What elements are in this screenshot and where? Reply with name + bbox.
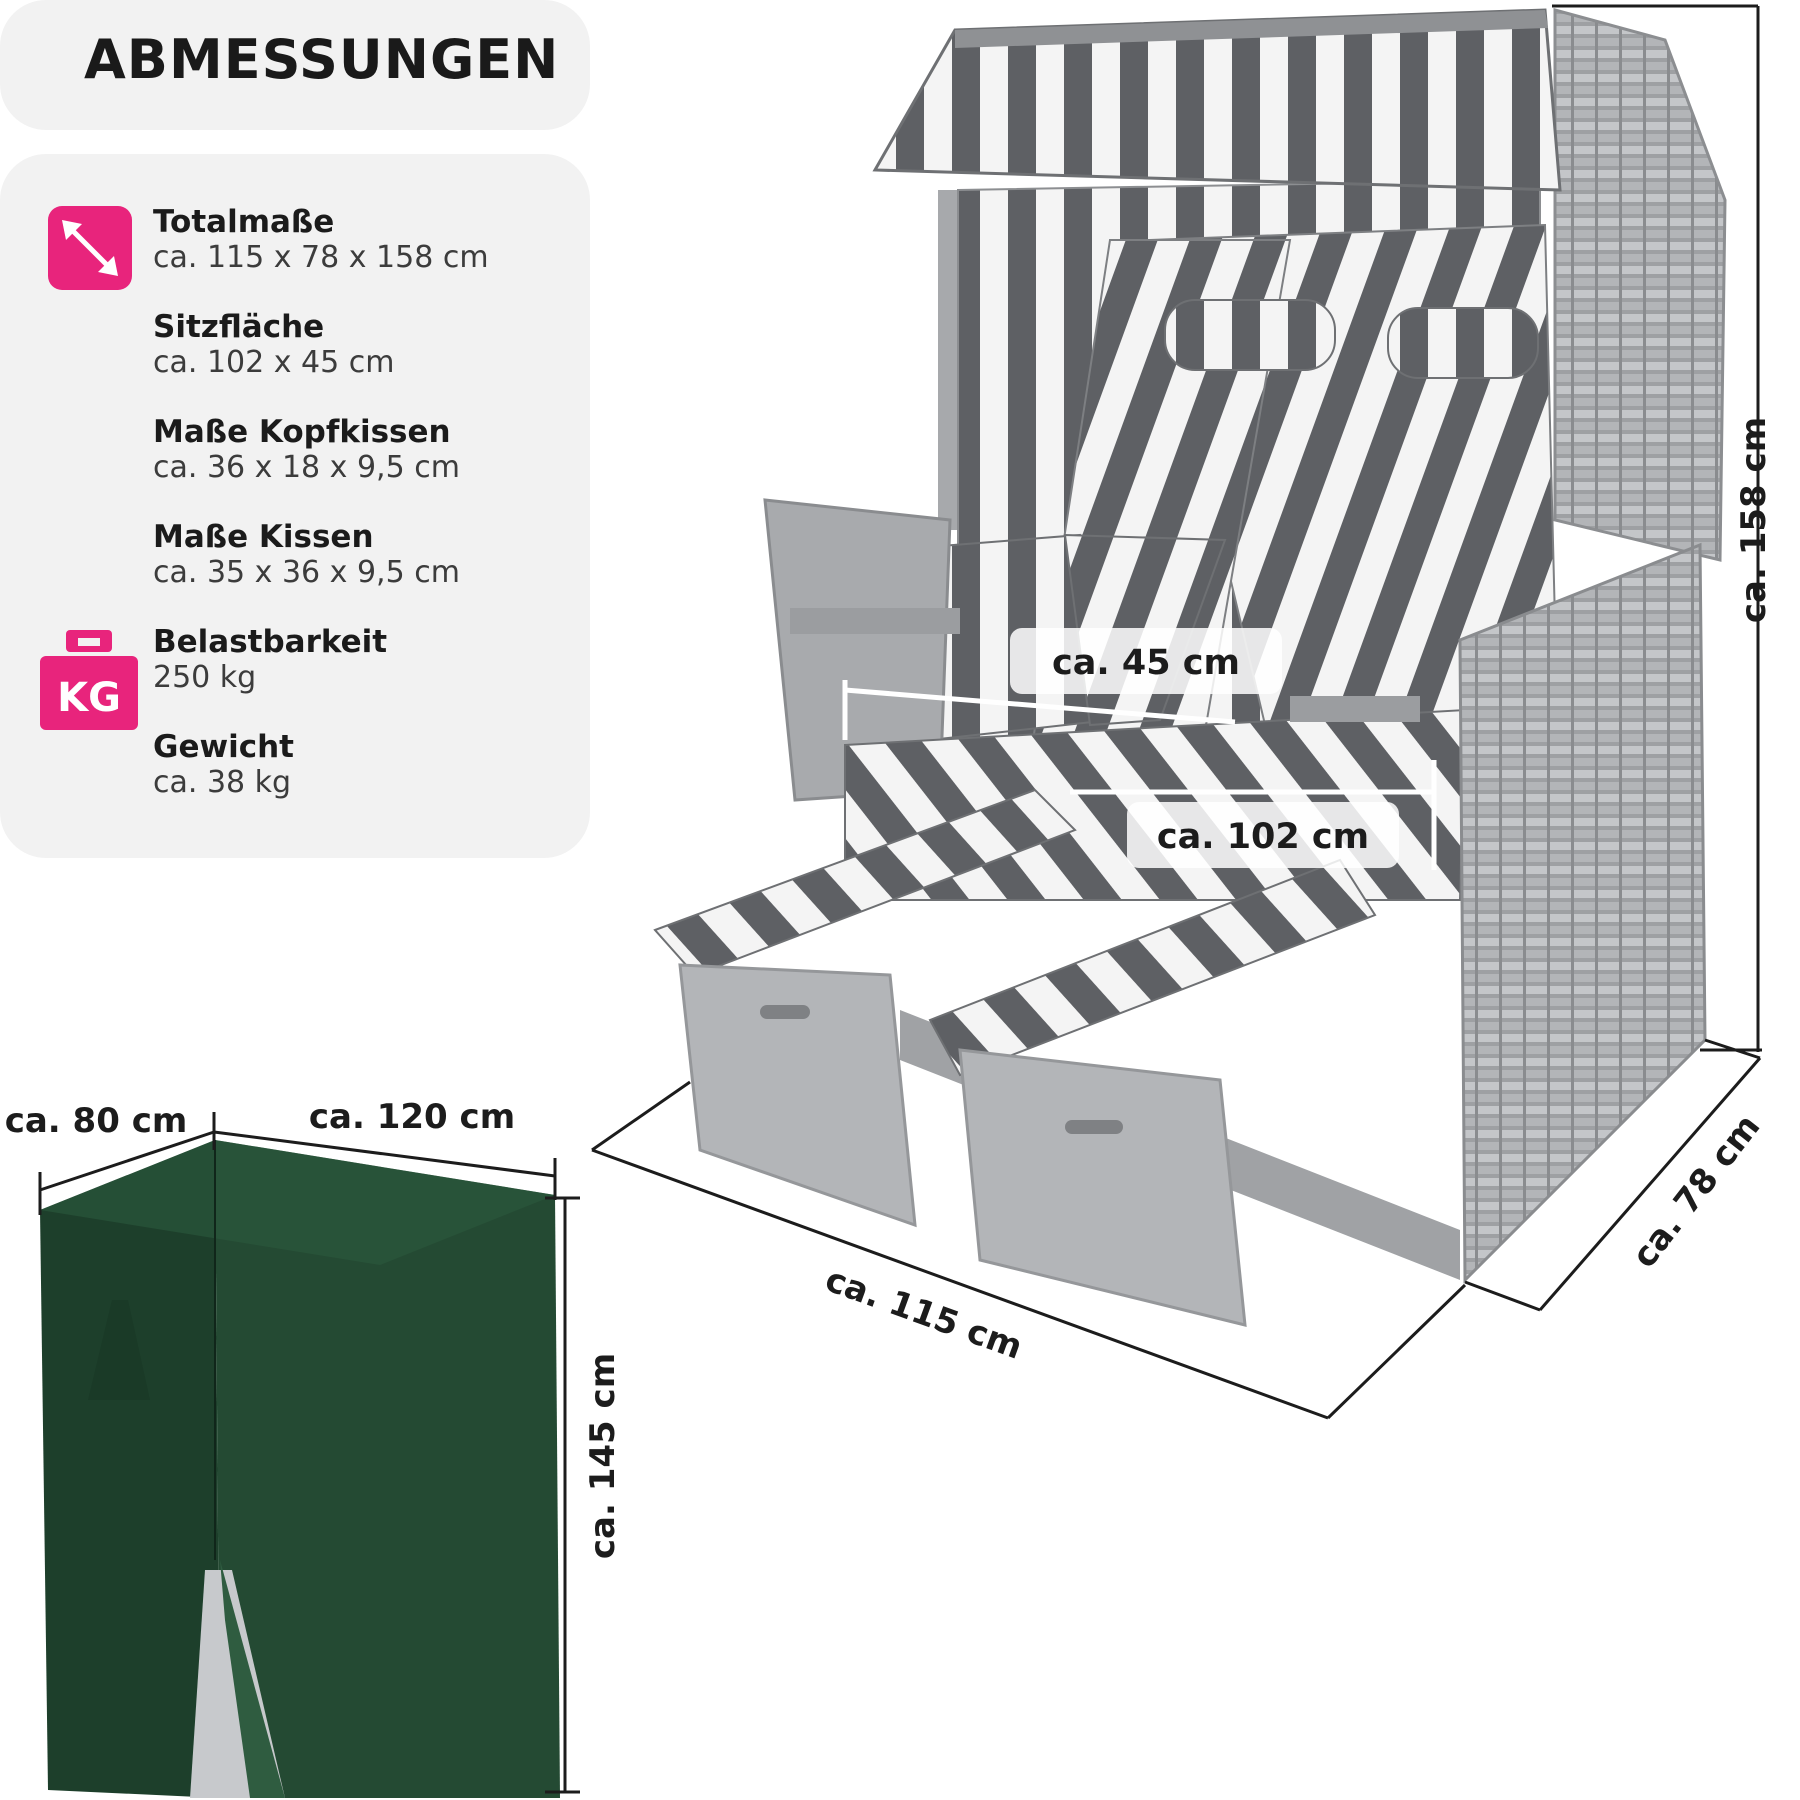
chair-height-label: ca. 158 cm — [1734, 417, 1774, 623]
resize-arrows-icon — [48, 206, 132, 290]
spec-label: Sitzfläche — [153, 309, 325, 345]
cover-dimension-lines — [38, 1112, 580, 1794]
chair-dimension-lines — [591, 4, 1762, 1420]
spec-value: ca. 115 x 78 x 158 cm — [153, 240, 489, 275]
spec-value: 250 kg — [153, 660, 257, 695]
spec-seat-area: Sitzfläche ca. 102 x 45 cm — [153, 309, 394, 381]
seat-depth-label-bg — [1010, 628, 1282, 694]
spec-label: Belastbarkeit — [153, 624, 388, 660]
seat-depth-label: ca. 45 cm — [1052, 643, 1240, 683]
spec-label: Totalmaße — [153, 204, 335, 240]
spec-load-capacity: Belastbarkeit 250 kg — [153, 624, 387, 696]
spec-cushion-dimensions: Maße Kissen ca. 35 x 36 x 9,5 cm — [153, 519, 460, 591]
seat-width-label: ca. 102 cm — [1157, 817, 1369, 857]
spec-weight: Gewicht ca. 38 kg — [153, 729, 294, 801]
beach-chair-image — [653, 8, 1727, 1327]
spec-value: ca. 102 x 45 cm — [153, 345, 395, 380]
weight-kg-icon: KG — [40, 630, 138, 730]
spec-label: Maße Kopfkissen — [153, 414, 451, 450]
cover-width-label: ca. 120 cm — [309, 1097, 515, 1137]
page-title: ABMESSUNGEN — [84, 28, 560, 91]
protective-cover-image — [40, 1140, 560, 1798]
cover-height-label: ca. 145 cm — [583, 1353, 623, 1559]
spec-total-dimensions: Totalmaße ca. 115 x 78 x 158 cm — [153, 204, 489, 276]
spec-value: ca. 36 x 18 x 9,5 cm — [153, 450, 460, 485]
kg-icon-text: KG — [57, 675, 121, 721]
chair-width-label: ca. 115 cm — [820, 1260, 1027, 1368]
spec-label: Gewicht — [153, 729, 294, 765]
cover-depth-label: ca. 80 cm — [5, 1101, 188, 1141]
seat-dimension-lines — [842, 680, 1437, 870]
seat-width-label-bg — [1127, 802, 1399, 868]
spec-label: Maße Kissen — [153, 519, 374, 555]
title-panel: ABMESSUNGEN — [0, 0, 590, 130]
specs-panel: KG Totalmaße ca. 115 x 78 x 158 cm Sitzf… — [0, 154, 590, 858]
spec-headrest-dimensions: Maße Kopfkissen ca. 36 x 18 x 9,5 cm — [153, 414, 460, 486]
spec-value: ca. 38 kg — [153, 765, 292, 800]
spec-value: ca. 35 x 36 x 9,5 cm — [153, 555, 460, 590]
